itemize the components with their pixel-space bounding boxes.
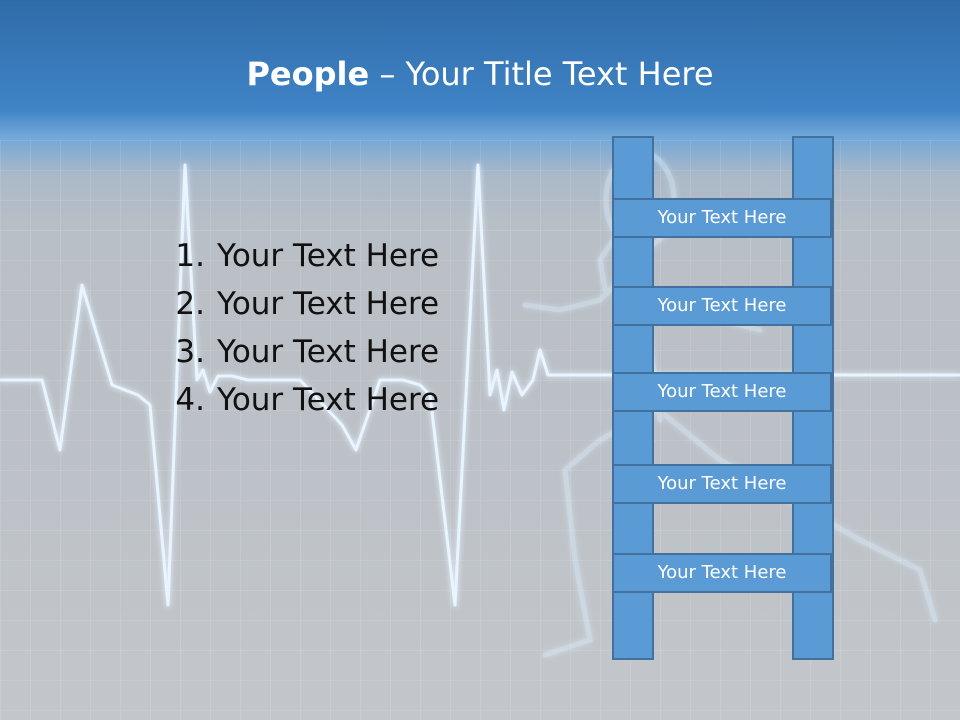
- ladder-rung-1: Your Text Here: [612, 198, 832, 238]
- list-item-text: Your Text Here: [217, 382, 440, 418]
- list-item: 2. Your Text Here: [150, 280, 439, 328]
- list-item-text: Your Text Here: [217, 238, 440, 274]
- numbered-list: 1. Your Text Here 2. Your Text Here 3. Your…: [150, 232, 439, 424]
- ladder-rung-5: Your Text Here: [612, 553, 832, 593]
- list-item-number: 3.: [175, 334, 205, 370]
- list-item: 1. Your Text Here: [150, 232, 439, 280]
- ladder-rung-4: Your Text Here: [612, 464, 832, 504]
- list-item-number: 1.: [175, 238, 205, 274]
- list-item: 4. Your Text Here: [150, 376, 439, 424]
- list-item: 3. Your Text Here: [150, 328, 439, 376]
- list-item-number: 2.: [175, 286, 205, 322]
- ladder-rung-3: Your Text Here: [612, 372, 832, 412]
- title-bold: People: [246, 55, 370, 93]
- list-item-number: 4.: [175, 382, 205, 418]
- slide-title: People – Your Title Text Here: [0, 52, 960, 96]
- list-item-text: Your Text Here: [217, 286, 440, 322]
- ladder-rung-2: Your Text Here: [612, 286, 832, 326]
- ecg-line-icon: [0, 163, 960, 607]
- title-rest: – Your Title Text Here: [369, 55, 714, 93]
- list-item-text: Your Text Here: [217, 334, 440, 370]
